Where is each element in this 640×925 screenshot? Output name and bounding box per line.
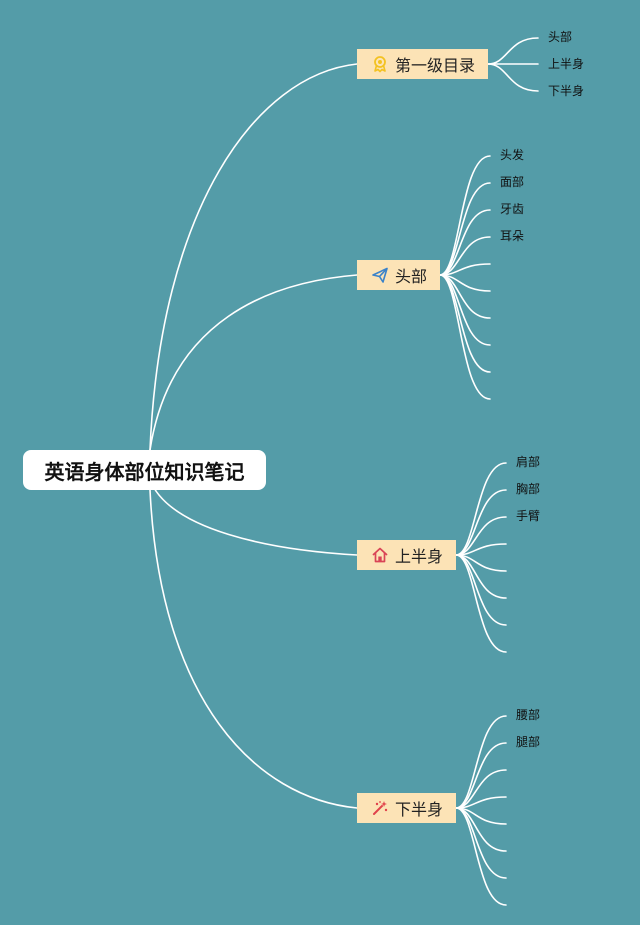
branch-node-head[interactable]: 头部	[357, 260, 440, 290]
leaf-item[interactable]: 上半身	[548, 57, 585, 71]
leaf-connector	[455, 715, 507, 809]
leaf-connector	[439, 209, 491, 276]
award-ribbon-icon	[371, 55, 389, 73]
leaf-connector	[455, 462, 507, 556]
leaf-connector	[439, 155, 491, 276]
leaf-item[interactable]: 胸部	[516, 482, 541, 496]
paper-plane-icon	[371, 266, 389, 284]
leaf-item[interactable]: 耳朵	[500, 229, 525, 243]
leaf-connectors	[439, 37, 539, 906]
leaf-connector	[455, 554, 507, 653]
leaf-connector	[439, 182, 491, 276]
leaf-connector	[455, 807, 507, 906]
leaf-connector	[455, 742, 507, 809]
branch-label: 第一级目录	[395, 56, 476, 75]
main-branch-connectors	[149, 63, 358, 809]
main-connector	[149, 63, 358, 451]
branch-node-lower-body[interactable]: 下半身	[357, 793, 456, 823]
leaf-item[interactable]: 肩部	[516, 455, 541, 469]
leaf-item[interactable]: 面部	[500, 175, 525, 189]
leaf-connector	[455, 489, 507, 556]
branch-label: 头部	[395, 267, 428, 286]
leaf-item[interactable]: 头发	[500, 148, 525, 162]
branch-label: 上半身	[395, 547, 444, 566]
leaf-connector	[487, 63, 539, 92]
main-connector	[149, 489, 358, 809]
leaf-item[interactable]: 腿部	[516, 735, 541, 749]
leaf-connector	[439, 274, 491, 400]
home-icon	[371, 546, 389, 564]
branch-label: 下半身	[395, 800, 444, 819]
leaf-item[interactable]: 手臂	[516, 509, 541, 523]
leaf-item[interactable]: 头部	[548, 30, 573, 44]
magic-wand-sparkle-icon	[371, 799, 389, 817]
branch-node-upper-body[interactable]: 上半身	[357, 540, 456, 570]
branch-node-first-level-toc[interactable]: 第一级目录	[357, 49, 488, 79]
leaf-item[interactable]: 腰部	[516, 708, 541, 722]
leaf-connector	[487, 37, 539, 65]
central-topic[interactable]: 英语身体部位知识笔记	[23, 450, 266, 490]
leaf-item[interactable]: 下半身	[548, 84, 585, 98]
main-connector	[149, 274, 358, 451]
leaf-item[interactable]: 牙齿	[500, 202, 525, 216]
main-connector	[149, 479, 358, 556]
